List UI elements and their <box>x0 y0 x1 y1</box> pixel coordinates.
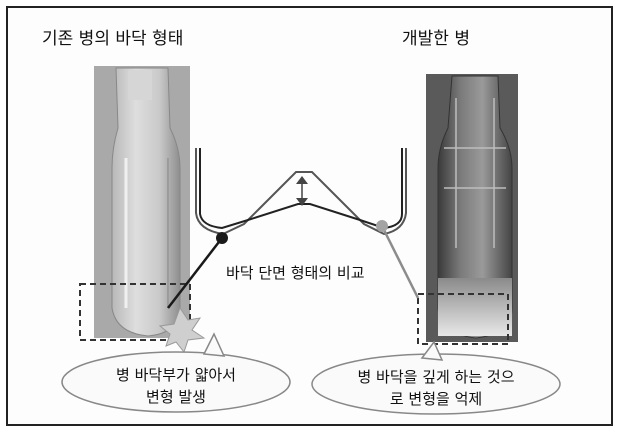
developed-callout-text: 병 바닥을 깊게 하는 것으 로 변형을 억제 <box>320 366 552 410</box>
existing-section-marker <box>216 232 228 244</box>
diagram-canvas <box>61 66 561 415</box>
figure-frame: 기존 병의 바닥 형태 개발한 병 <box>6 6 613 426</box>
developed-section-marker <box>376 220 388 232</box>
existing-callout-text: 병 바닥부가 얇아서 변형 발생 <box>66 364 286 408</box>
existing-callout-line-1: 병 바닥부가 얇아서 <box>116 366 236 384</box>
developed-leader-line <box>380 225 420 299</box>
developed-bottom-highlight <box>417 293 509 345</box>
existing-leader-line <box>167 237 223 309</box>
existing-callout-bubble <box>61 351 291 413</box>
existing-callout-pointer <box>202 332 226 357</box>
developed-bottle-title: 개발한 병 <box>402 29 470 49</box>
comparison-caption: 바닥 단면 형태의 비교 <box>226 264 365 282</box>
existing-callout-line-2: 변형 발생 <box>146 388 206 406</box>
cross-section-comparison <box>195 148 407 236</box>
existing-bottle-photo <box>94 66 190 338</box>
developed-bottle-photo <box>426 74 518 342</box>
existing-bottom-highlight <box>79 283 191 341</box>
developed-callout-line-1: 병 바닥을 깊게 하는 것으 <box>357 368 515 386</box>
developed-callout-line-2: 로 변형을 억제 <box>389 390 483 408</box>
existing-bottle-title: 기존 병의 바닥 형태 <box>42 29 184 49</box>
developed-callout-pointer <box>420 340 444 361</box>
